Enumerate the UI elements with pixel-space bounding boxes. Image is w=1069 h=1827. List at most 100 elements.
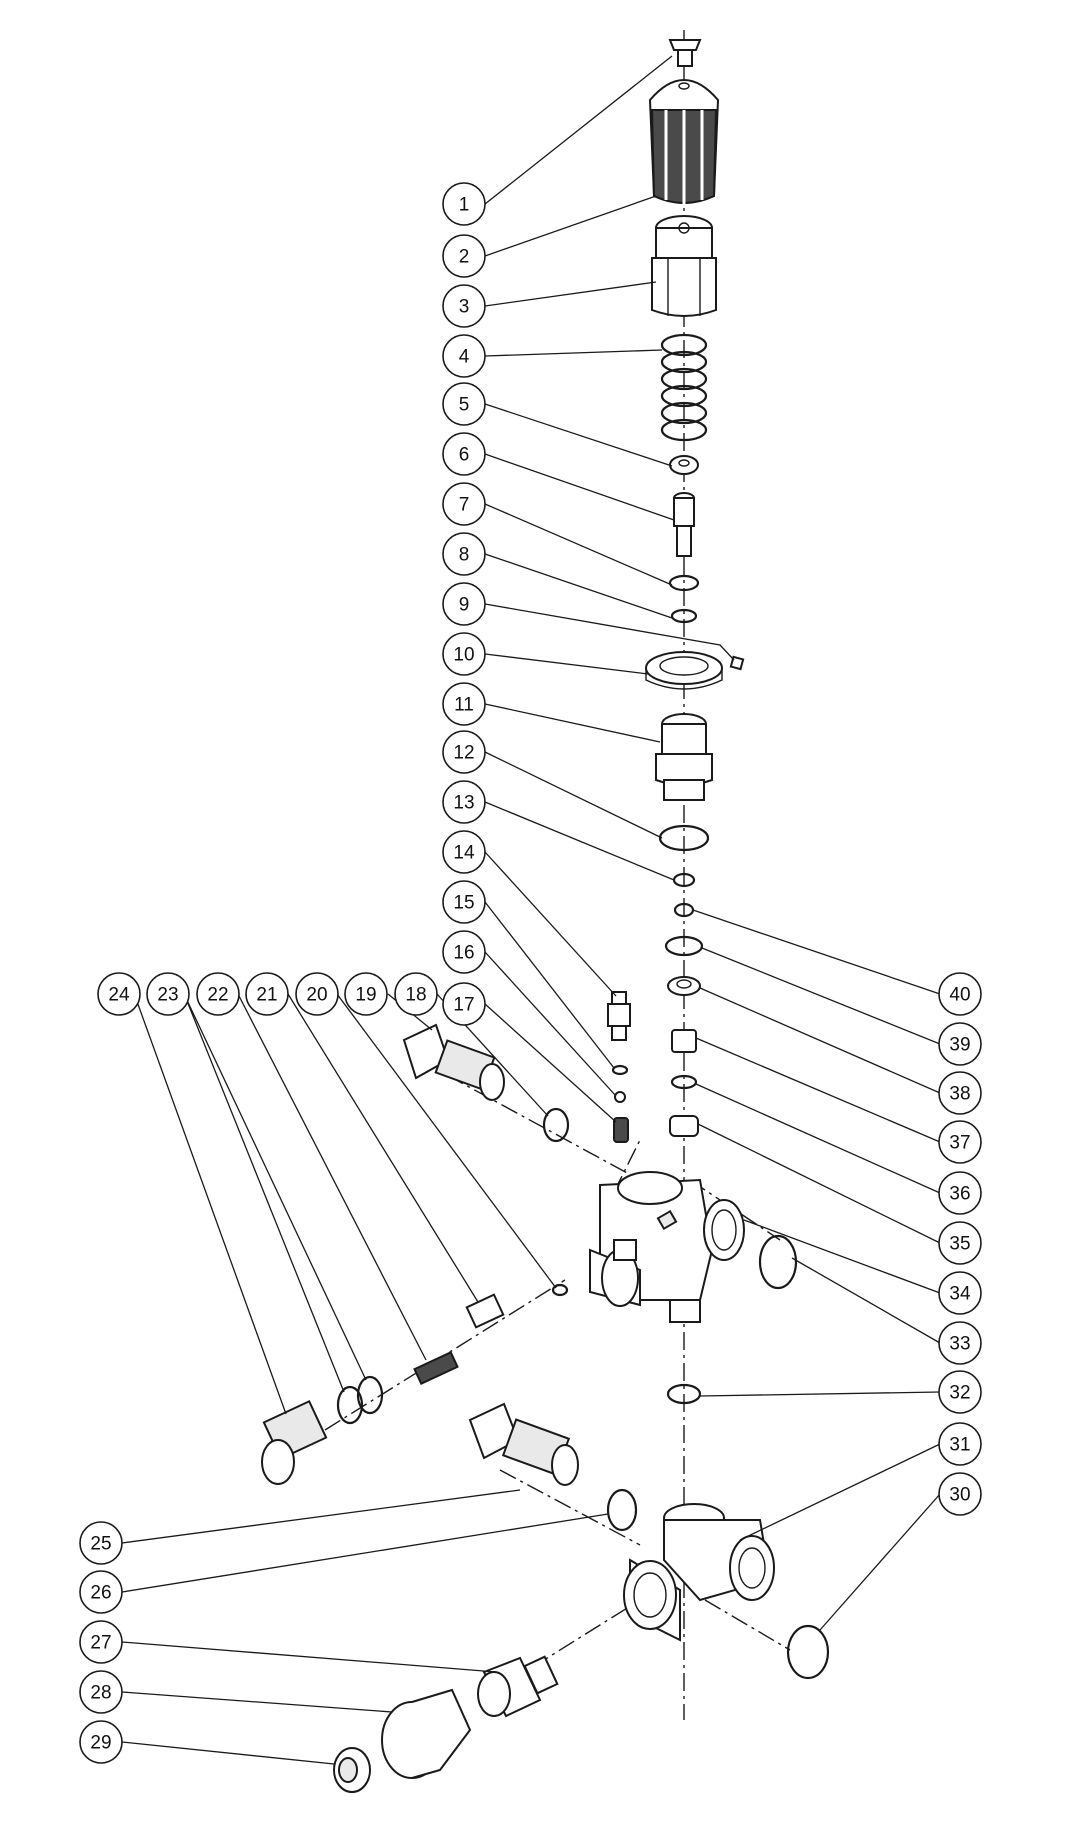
svg-text:35: 35 (949, 1234, 970, 1255)
part-6-piston (673, 492, 695, 557)
svg-text:1: 1 (459, 195, 470, 216)
svg-text:33: 33 (949, 1334, 970, 1355)
svg-text:37: 37 (949, 1133, 970, 1154)
svg-text:15: 15 (453, 893, 474, 914)
part-30-oring (786, 1624, 830, 1680)
callout-12: 12 (442, 730, 486, 774)
svg-text:9: 9 (459, 595, 470, 616)
svg-text:18: 18 (405, 985, 426, 1006)
part-10-locknut (645, 651, 723, 690)
part-34-valve-body (589, 1171, 745, 1323)
parts (261, 39, 830, 1793)
callout-28: 28 (79, 1670, 123, 1714)
callout-19: 19 (344, 972, 388, 1016)
callout-13: 13 (442, 780, 486, 824)
callout-27: 27 (79, 1620, 123, 1664)
svg-text:24: 24 (108, 985, 130, 1006)
part-17-spring (613, 1117, 629, 1143)
part-3-hex-body (651, 215, 717, 317)
part-23-oring-b (336, 1385, 364, 1425)
callout-23: 23 (146, 972, 190, 1016)
part-37-nut (671, 1029, 697, 1053)
part-11-adapter (655, 713, 713, 801)
callout-17: 17 (442, 982, 486, 1026)
svg-text:39: 39 (949, 1035, 970, 1056)
callout-39: 39 (938, 1022, 982, 1066)
svg-text:32: 32 (949, 1383, 970, 1404)
callout-36: 36 (938, 1171, 982, 1215)
callout-33: 33 (938, 1321, 982, 1365)
svg-text:31: 31 (949, 1435, 970, 1456)
svg-text:29: 29 (90, 1733, 111, 1754)
callout-38: 38 (938, 1071, 982, 1115)
part-39-ring (664, 935, 704, 957)
svg-text:3: 3 (459, 297, 470, 318)
svg-text:22: 22 (207, 985, 228, 1006)
part-28-nut (381, 1688, 472, 1779)
callout-5: 5 (442, 382, 486, 426)
callout-14: 14 (442, 830, 486, 874)
callout-9: 9 (442, 582, 486, 626)
svg-text:34: 34 (949, 1284, 971, 1305)
callout-24: 24 (97, 972, 141, 1016)
svg-text:36: 36 (949, 1184, 970, 1205)
part-5-washer (669, 455, 699, 475)
callout-20: 20 (295, 972, 339, 1016)
svg-text:4: 4 (459, 347, 470, 368)
callout-30: 30 (938, 1472, 982, 1516)
part-20-washer (551, 1283, 569, 1297)
callout-10: 10 (442, 632, 486, 676)
part-32-ring (666, 1383, 702, 1405)
svg-text:20: 20 (306, 985, 327, 1006)
part-25-fitting (468, 1402, 579, 1486)
part-29-cap (333, 1747, 371, 1793)
svg-text:16: 16 (453, 943, 474, 964)
svg-text:19: 19 (355, 985, 376, 1006)
callout-4: 4 (442, 334, 486, 378)
svg-text:28: 28 (90, 1683, 111, 1704)
svg-text:2: 2 (459, 247, 470, 268)
callout-25: 25 (79, 1521, 123, 1565)
part-21-seat (465, 1293, 505, 1329)
svg-text:38: 38 (949, 1084, 970, 1105)
callout-35: 35 (938, 1221, 982, 1265)
callout-34: 34 (938, 1271, 982, 1315)
part-26-oring (606, 1488, 638, 1532)
leader-lines (121, 55, 941, 1765)
part-38-seal (667, 976, 701, 996)
part-4-spring (660, 333, 708, 442)
part-14-fitting (607, 991, 631, 1041)
svg-text:6: 6 (459, 445, 470, 466)
callout-22: 22 (196, 972, 240, 1016)
svg-text:11: 11 (454, 695, 474, 716)
callout-21: 21 (245, 972, 289, 1016)
callout-18: 18 (394, 972, 438, 1016)
svg-text:10: 10 (453, 645, 474, 666)
svg-text:13: 13 (453, 793, 474, 814)
callout-40: 40 (938, 972, 982, 1016)
callout-32: 32 (938, 1370, 982, 1414)
callout-2: 2 (442, 234, 486, 278)
svg-text:17: 17 (453, 995, 474, 1016)
part-31-lower-housing (623, 1503, 775, 1642)
callout-8: 8 (442, 532, 486, 576)
part-7-ring (668, 574, 700, 592)
callout-29: 29 (79, 1720, 123, 1764)
svg-text:12: 12 (453, 743, 474, 764)
part-1-screw (668, 39, 702, 67)
part-8-ring (670, 608, 698, 624)
callout-1: 1 (442, 182, 486, 226)
callout-37: 37 (938, 1120, 982, 1164)
callout-6: 6 (442, 432, 486, 476)
callout-3: 3 (442, 284, 486, 328)
part-12-oring (658, 824, 710, 852)
callout-15: 15 (442, 880, 486, 924)
svg-text:23: 23 (157, 985, 178, 1006)
svg-text:25: 25 (90, 1534, 111, 1555)
svg-text:21: 21 (256, 985, 277, 1006)
part-16-ball (614, 1091, 626, 1103)
callout-26: 26 (79, 1570, 123, 1614)
callout-11: 11 (442, 682, 486, 726)
part-22-spring (413, 1350, 459, 1386)
